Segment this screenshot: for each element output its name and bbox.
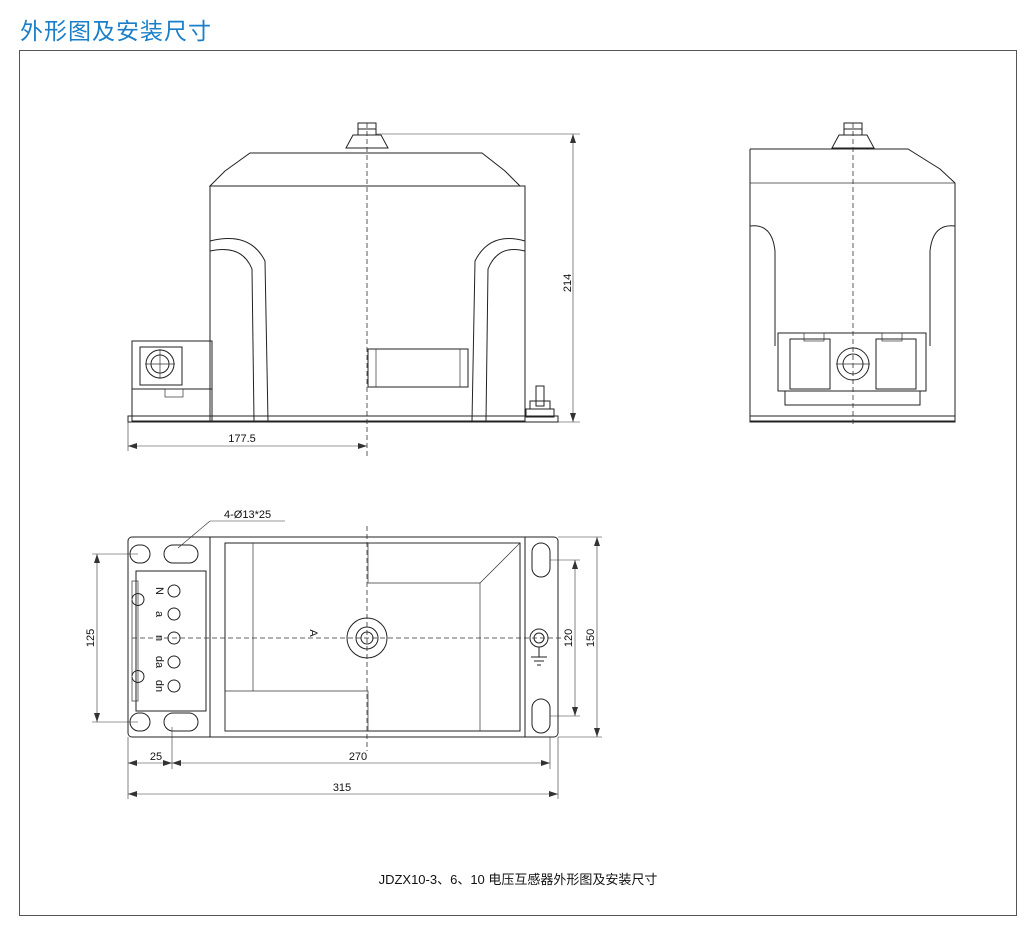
terminal-label-n: n [153, 635, 165, 641]
dim-120: 120 [563, 629, 575, 647]
plan-view [92, 520, 602, 799]
dim-150: 150 [585, 629, 597, 647]
terminal-label-a: a [153, 611, 165, 618]
drawing-caption: JDZX10-3、6、10 电压互感器外形图及安装尺寸 [378, 872, 658, 887]
page-title: 外形图及安装尺寸 [20, 19, 212, 45]
dim-270: 270 [349, 751, 367, 763]
dim-214: 214 [562, 274, 574, 292]
side-view [749, 122, 956, 426]
dim-125: 125 [85, 629, 97, 647]
terminal-label-dn: dn [153, 680, 165, 692]
view-marker-a: A [307, 629, 319, 637]
dim-holes-spec: 4-Ø13*25 [224, 509, 271, 521]
technical-drawing: 214 177.5 [85, 122, 956, 799]
terminal-label-n-upper: N [153, 587, 165, 595]
dim-315: 315 [333, 782, 351, 794]
dim-177-5: 177.5 [228, 433, 256, 445]
dim-25: 25 [150, 751, 162, 763]
drawing-frame: 214 177.5 [19, 50, 1017, 916]
front-view [127, 122, 580, 456]
terminal-label-da: da [153, 656, 165, 669]
